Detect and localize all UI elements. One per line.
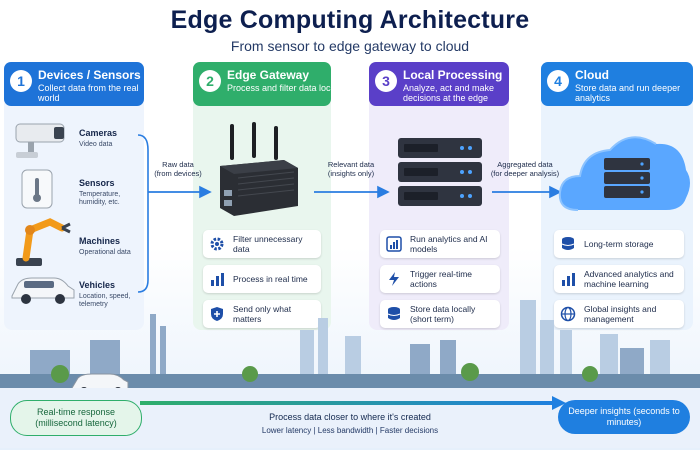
step-badge-1: 1 <box>10 70 32 92</box>
processing-feature-text: Trigger real-time actions <box>410 269 473 289</box>
cloud-feature-card: Global insights and management <box>554 300 684 328</box>
processing-desc: Analyze, act and make decisions at the e… <box>403 83 495 103</box>
analytics-icon <box>386 236 402 252</box>
flow-aggregated-sub: (for deeper analysis) <box>490 169 560 178</box>
gateway-title: Edge Gateway <box>227 68 310 82</box>
gear-icon <box>210 237 224 251</box>
realtime-response-pill: Real-time response (millisecond latency) <box>10 400 142 436</box>
cloud-header: 4 Cloud Store data and run deeper analyt… <box>541 62 693 106</box>
device-desc-sensors: Temperature, humidity, etc. <box>79 191 121 206</box>
device-label-machines: Machines <box>79 236 121 246</box>
processing-header: 3 Local Processing Analyze, act and make… <box>369 62 509 106</box>
database-icon <box>561 237 575 250</box>
gateway-feature-text: Send only what matters <box>233 304 292 324</box>
device-label-vehicles: Vehicles <box>79 280 116 290</box>
step-badge-2: 2 <box>199 70 221 92</box>
flow-relevant-sub: (insights only) <box>327 169 375 178</box>
flow-raw-title: Raw data <box>162 160 194 169</box>
database-icon <box>387 307 401 320</box>
page-subtitle: From sensor to edge gateway to cloud <box>230 38 470 54</box>
processing-feature-card: Trigger real-time actions <box>380 265 500 293</box>
deeper-insights-text: Deeper insights (seconds to minutes) <box>568 406 680 427</box>
lightning-icon <box>389 272 399 286</box>
processing-feature-card: Run analytics and AI models <box>380 230 500 258</box>
page-title: Edge Computing Architecture <box>170 6 530 34</box>
device-desc-cameras: Video data <box>79 141 113 148</box>
gateway-feature-card: Filter unnecessary data <box>203 230 321 258</box>
device-label-sensors: Sensors <box>79 178 115 188</box>
gateway-feature-card: Send only what matters <box>203 300 321 328</box>
gateway-feature-text: Filter unnecessary data <box>233 234 303 254</box>
robot-arm-icon <box>16 218 71 266</box>
processing-feature-text: Store data locally (short term) <box>410 304 476 324</box>
cloud-server-image <box>558 136 690 211</box>
city-skyline-image <box>0 300 700 400</box>
cloud-desc: Store data and run deeper analytics <box>575 83 681 103</box>
flow-relevant-title: Relevant data <box>327 160 375 169</box>
cloud-feature-text: Advanced analytics and machine learning <box>584 269 674 289</box>
cloud-feature-text: Global insights and management <box>584 304 657 324</box>
device-label-cameras: Cameras <box>79 128 118 138</box>
devices-title: Devices / Sensors <box>38 68 141 82</box>
bar-chart-icon <box>562 273 575 286</box>
processing-feature-card: Store data locally (short term) <box>380 300 500 328</box>
step-badge-3: 3 <box>375 70 397 92</box>
thermometer-icon <box>21 169 53 209</box>
flow-relevant: Relevant data (insights only) <box>318 160 384 178</box>
devices-header: 1 Devices / Sensors Collect data from th… <box>4 62 144 106</box>
device-icons <box>11 123 75 304</box>
gateway-device-image <box>220 122 298 216</box>
server-rack-image <box>398 138 482 206</box>
gateway-desc: Process and filter data locally <box>227 83 345 93</box>
camera-icon <box>15 123 65 158</box>
step-badge-4: 4 <box>547 70 569 92</box>
cloud-feature-text: Long-term storage <box>584 239 654 249</box>
processing-title: Local Processing <box>403 68 503 82</box>
device-desc-machines: Operational data <box>79 249 131 256</box>
bottom-benefits: Lower latency | Less bandwidth | Faster … <box>261 426 439 435</box>
flow-aggregated-title: Aggregated data <box>497 160 553 169</box>
flow-raw: Raw data (from devices) <box>150 160 206 178</box>
gateway-feature-card: Process in real time <box>203 265 321 293</box>
flow-aggregated: Aggregated data (for deeper analysis) <box>490 160 560 178</box>
cloud-title: Cloud <box>575 68 609 82</box>
gateway-header: 2 Edge Gateway Process and filter data l… <box>193 62 344 106</box>
deeper-insights-pill: Deeper insights (seconds to minutes) <box>558 400 690 434</box>
device-bracket <box>137 134 149 293</box>
device-desc-vehicles: Location, speed, telemetry <box>79 293 131 308</box>
realtime-response-text: Real-time response (millisecond latency) <box>35 407 117 428</box>
cloud-feature-card: Advanced analytics and machine learning <box>554 265 684 293</box>
bar-chart-icon <box>211 273 224 286</box>
shield-icon <box>211 307 223 321</box>
cloud-feature-card: Long-term storage <box>554 230 684 258</box>
bottom-caption: Process data closer to where it's create… <box>269 412 431 422</box>
processing-feature-text: Run analytics and AI models <box>410 234 488 254</box>
globe-icon <box>560 306 576 322</box>
flow-raw-sub: (from devices) <box>154 169 202 178</box>
gateway-feature-text: Process in real time <box>233 274 308 284</box>
devices-desc: Collect data from the real world <box>38 83 139 103</box>
car-icon <box>11 277 75 304</box>
